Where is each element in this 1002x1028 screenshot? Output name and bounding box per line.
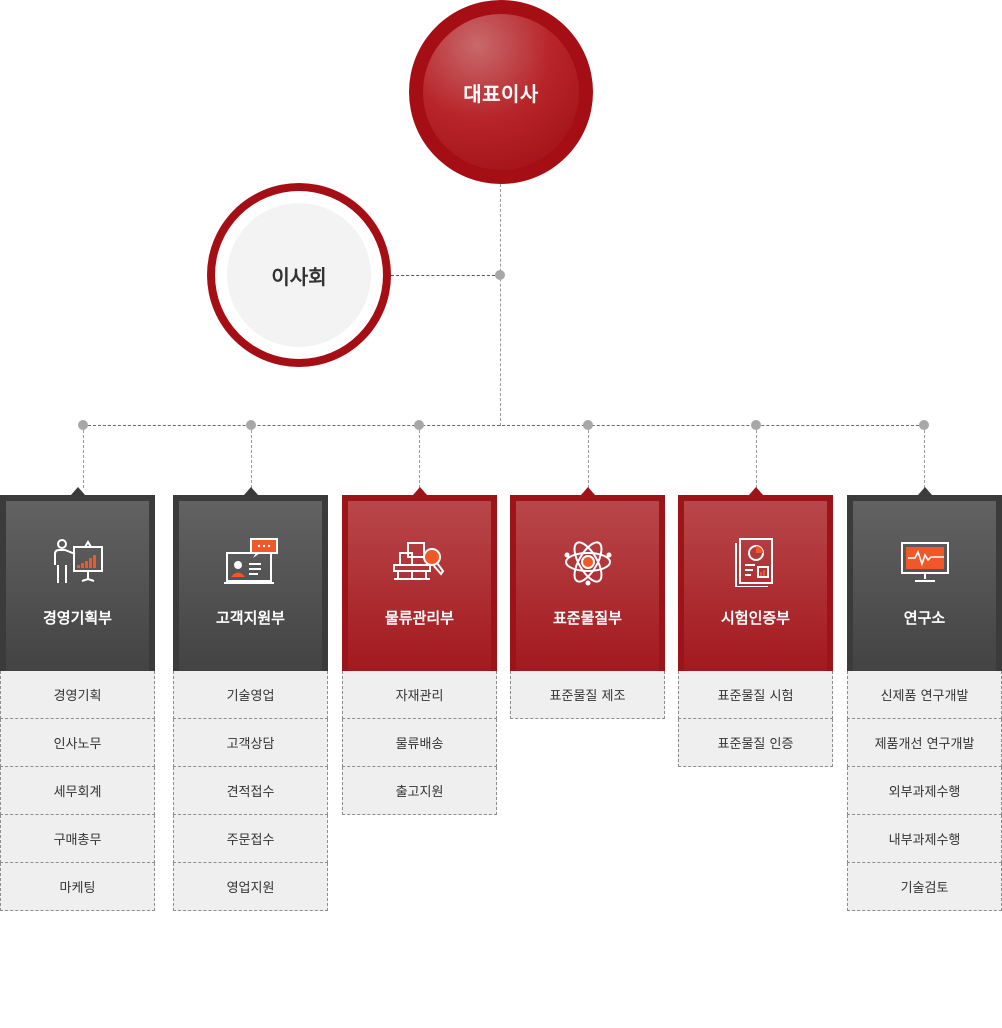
dept-junction-dot [78,420,88,430]
department-header: 표준물질부 [510,487,665,671]
department-customer-support: 고객지원부 기술영업 고객상담 견적접수 주문접수 영업지원 [173,487,328,911]
board-label: 이사회 [227,203,371,347]
sub-unit: 표준물질 제조 [510,671,665,719]
dept-junction-dot [919,420,929,430]
department-name: 물류관리부 [384,609,454,627]
sub-unit: 기술영업 [173,671,328,719]
logistics-search-icon [392,542,444,580]
department-name: 고객지원부 [215,609,285,627]
sub-unit: 기술검토 [847,863,1002,911]
sub-unit: 주문접수 [173,815,328,863]
sub-unit: 영업지원 [173,863,328,911]
sub-unit: 신제품 연구개발 [847,671,1002,719]
sub-unit: 경영기획 [0,671,155,719]
sub-unit: 표준물질 인증 [678,719,833,767]
department-header: 물류관리부 [342,487,497,671]
test-report-document-icon [734,538,773,587]
dept-drop-line [251,430,252,488]
department-bus-line [83,425,924,426]
dept-drop-line [924,430,925,488]
sub-unit: 인사노무 [0,719,155,767]
ceo-trunk-line [500,184,501,426]
department-name: 연구소 [903,609,946,627]
sub-unit: 자재관리 [342,671,497,719]
presentation-chart-icon [53,539,103,583]
dept-junction-dot [246,420,256,430]
atom-icon [564,541,611,586]
ceo-node: 대표이사 [409,0,593,184]
department-logistics: 물류관리부 자재관리 물류배송 출고지원 [342,487,497,815]
department-research-lab: 연구소 신제품 연구개발 제품개선 연구개발 외부과제수행 내부과제수행 기술검… [847,487,1002,911]
sub-unit: 견적접수 [173,767,328,815]
board-node: 이사회 [207,183,391,367]
sub-unit: 고객상담 [173,719,328,767]
sub-unit: 물류배송 [342,719,497,767]
dept-junction-dot [414,420,424,430]
monitor-waveform-icon [900,542,949,582]
dept-junction-dot [583,420,593,430]
department-reference-materials: 표준물질부 표준물질 제조 [510,487,665,719]
department-testing-certification: 시험인증부 표준물질 시험 표준물질 인증 [678,487,833,767]
dept-drop-line [83,430,84,488]
department-name: 시험인증부 [720,609,790,627]
sub-unit: 마케팅 [0,863,155,911]
department-management-planning: 경영기획부 경영기획 인사노무 세무회계 구매총무 마케팅 [0,487,155,911]
dept-junction-dot [751,420,761,430]
department-name: 경영기획부 [42,609,112,627]
sub-unit: 제품개선 연구개발 [847,719,1002,767]
sub-unit: 외부과제수행 [847,767,1002,815]
dept-drop-line [588,430,589,488]
dept-drop-line [419,430,420,488]
board-connector-line [391,275,500,276]
sub-unit: 표준물질 시험 [678,671,833,719]
ceo-label: 대표이사 [423,14,579,170]
dept-drop-line [756,430,757,488]
board-junction-dot [495,270,505,280]
department-header: 경영기획부 [0,487,155,671]
department-header: 고객지원부 [173,487,328,671]
department-header: 시험인증부 [678,487,833,671]
department-header: 연구소 [847,487,1002,671]
sub-unit: 출고지원 [342,767,497,815]
customer-support-monitor-icon [223,538,278,584]
department-name: 표준물질부 [552,609,622,627]
sub-unit: 구매총무 [0,815,155,863]
sub-unit: 세무회계 [0,767,155,815]
sub-unit: 내부과제수행 [847,815,1002,863]
